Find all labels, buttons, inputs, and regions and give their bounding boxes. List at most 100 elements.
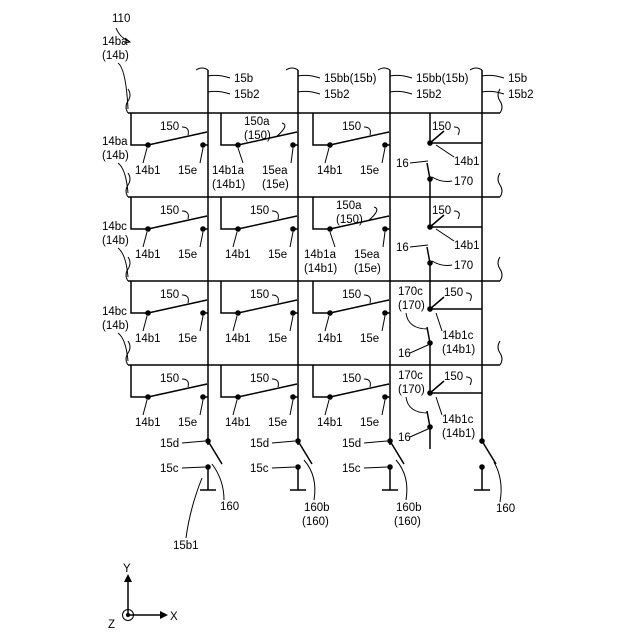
switch-contact (200, 226, 206, 232)
column-labels: 15b15b215bb(15b)15b215bb(15b)15b215b15b2 (208, 73, 534, 101)
pin-left-label: 14b1a (304, 249, 337, 261)
switch-label-leader (212, 464, 224, 500)
pin-left-label: 14b1 (135, 249, 161, 261)
switch-lead-left (313, 197, 330, 229)
tag-leader (432, 177, 452, 182)
pin-right-label: 15e (268, 333, 287, 345)
row-label-sub: (14b) (102, 320, 129, 332)
switch-label-leader (272, 295, 278, 303)
contact-leader (182, 441, 205, 443)
cell-r3c0: 15014b115e (131, 365, 208, 429)
column-label: 15bb(15b) (324, 73, 377, 85)
pin-right-label-sub: (15e) (354, 263, 381, 275)
switch-lead-left (131, 281, 148, 313)
pin-left-label: 14b1 (135, 417, 161, 429)
pin-right-label: 15e (178, 249, 197, 261)
column-label: 15b (508, 73, 527, 85)
switch-label-leader (454, 127, 459, 135)
switch-blade (208, 441, 222, 464)
row-label-leader (118, 63, 128, 109)
row-label: 14bc (102, 306, 127, 318)
figure-label: 110 (112, 13, 130, 25)
switch-blade (482, 441, 496, 464)
contact-d-label: 15d (250, 438, 269, 450)
row-label: 14ba (102, 136, 128, 148)
pin-left-label: 14b1 (225, 249, 251, 261)
switch-label-sub: (150) (336, 214, 363, 226)
switch-blade (238, 384, 297, 397)
cell-r0c1: 150a(150)14b1a(14b1)15ea(15e) (212, 113, 298, 191)
row-label: 14bc (102, 221, 127, 233)
column-label-leader-2 (298, 91, 320, 94)
column-line-break (470, 68, 482, 70)
pin-label-sub: (14b1) (442, 344, 475, 356)
bottom-switch-c3: 160 (474, 438, 515, 515)
column-label-sub: 15b2 (416, 89, 442, 101)
cell-r1c3: 1501614b1170 (396, 197, 482, 281)
tag-170c-sub: (170) (398, 300, 425, 312)
pin-left-label: 14b1 (225, 333, 251, 345)
axis-z-dot (126, 613, 130, 617)
switch-lead-left (313, 281, 330, 313)
switch-label-leader (396, 460, 407, 500)
pin-leader (436, 397, 442, 415)
switch-label-leader (182, 295, 188, 303)
contact-leader (272, 441, 295, 443)
switch-contact (290, 142, 296, 148)
cell-r3c3: 150170c(170)1614b1c(14b1) (398, 365, 482, 449)
pin-leader (290, 232, 293, 247)
switch-blade (148, 216, 207, 229)
cell-r0c0: 15014b115e (131, 113, 208, 177)
switch-blade (330, 300, 389, 313)
tag-170: 170 (454, 176, 473, 188)
row-line-break (498, 257, 502, 281)
tag-16: 16 (396, 158, 409, 170)
row-line-break (498, 341, 502, 365)
switch-lead-left (313, 365, 330, 397)
pin-leader (143, 232, 147, 247)
switch-label-leader (364, 379, 370, 387)
cell-r3c1: 15014b115e (221, 365, 298, 429)
tag-170c-sub: (170) (398, 384, 425, 396)
column-label-leader-2 (390, 91, 412, 94)
switch-label: 150 (160, 205, 179, 217)
bottom-switches: 15d15c16015b115d15c160b(160)15d15c160b(1… (160, 438, 515, 552)
cell-r2c1: 15014b115e (221, 281, 298, 345)
switch-label-leader (182, 379, 188, 387)
column-line-break (286, 68, 298, 70)
bottom-switch-c2: 15d15c160b(160) (342, 438, 422, 528)
column-label: 15b (234, 73, 253, 85)
switch-label-leader (454, 211, 459, 219)
column-label: 15bb(15b) (416, 73, 469, 85)
contact-d-label: 15d (342, 438, 361, 450)
pin-left-label: 14b1 (317, 333, 343, 345)
switch-label: 150 (432, 205, 451, 217)
switch-blade-lower (427, 163, 430, 179)
switch-label: 150 (160, 121, 179, 133)
switch-label-leader (182, 127, 188, 135)
switch-label: 150 (250, 205, 269, 217)
column-label-leader (390, 75, 412, 78)
switch-lead-left (131, 365, 148, 397)
pin-right-label: 15e (268, 249, 287, 261)
switch-label: 150 (444, 287, 463, 299)
switch-contact (290, 394, 296, 400)
pin-label-sub: (14b1) (442, 428, 475, 440)
contact-c-label: 15c (160, 463, 179, 475)
switch-label: 160b (304, 502, 330, 514)
pin-right-label: 15ea (354, 249, 380, 261)
pin-leader (143, 400, 147, 415)
pin-leader (200, 232, 203, 247)
switch-label: 160 (220, 501, 239, 513)
tag-leader (432, 261, 452, 266)
switch-blade (238, 216, 297, 229)
row-label-sub: (14b) (102, 50, 129, 62)
row-labels: 14ba(14b)14ba(14b)14bc(14b)14bc(14b) (102, 36, 129, 361)
axis-x-arrowhead (160, 611, 168, 619)
bottom-switch-c0: 15d15c16015b1 (160, 438, 239, 552)
pin-leader (382, 400, 385, 415)
switch-lead-left (221, 113, 238, 145)
pin-left-label-sub: (14b1) (304, 263, 337, 275)
axis-y-arrowhead (124, 574, 132, 582)
